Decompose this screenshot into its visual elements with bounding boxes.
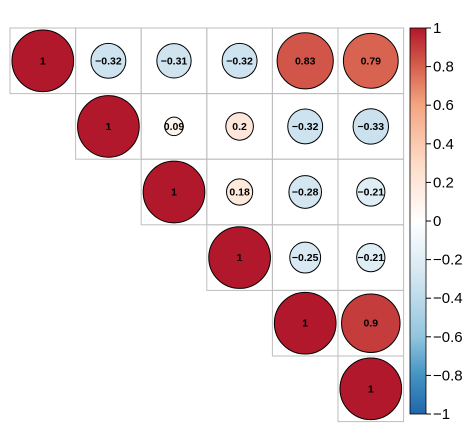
colorbar-tick-label: 0.8 xyxy=(433,59,454,76)
correlation-circle xyxy=(287,108,324,145)
correlation-circle xyxy=(289,241,322,274)
colorbar xyxy=(409,27,427,415)
correlation-value-label: 0.2 xyxy=(232,121,247,133)
colorbar-tick-label: 0 xyxy=(433,213,441,230)
colorbar-tick-label: 0.4 xyxy=(433,136,454,153)
correlation-circle xyxy=(208,226,271,289)
correlation-value-label: −0.33 xyxy=(358,121,385,133)
correlation-value-label: −0.31 xyxy=(161,55,188,67)
correlation-value-label: 0.83 xyxy=(295,55,316,67)
correlation-circle xyxy=(342,32,399,89)
correlation-circle xyxy=(77,95,140,158)
colorbar-tick-label: 1 xyxy=(433,20,441,37)
correlation-value-label: 1 xyxy=(237,252,243,264)
correlation-circle xyxy=(225,112,254,141)
correlation-value-label: 1 xyxy=(171,187,177,199)
correlation-value-label: 0.79 xyxy=(361,55,382,67)
correlation-circle xyxy=(90,42,127,79)
correlation-circle xyxy=(226,178,254,206)
correlation-circle xyxy=(356,242,386,273)
correlation-value-label: 0.18 xyxy=(229,187,250,199)
colorbar-tick-label: 0.6 xyxy=(433,97,454,114)
grid xyxy=(9,27,405,423)
correlation-circle xyxy=(11,29,75,93)
colorbar-tick-label: −0.2 xyxy=(433,252,463,269)
colorbar-tick-label: −1 xyxy=(433,406,450,423)
correlation-value-label: 0.09 xyxy=(164,121,185,133)
grid-cell xyxy=(337,355,405,423)
correlation-value-label: −0.28 xyxy=(292,187,319,199)
colorbar-tick-label: −0.4 xyxy=(433,290,463,307)
correlation-value-label: 0.9 xyxy=(363,318,378,330)
correlation-value-label: 1 xyxy=(105,121,111,133)
correlation-circle xyxy=(273,291,337,355)
correlation-value-label: 1 xyxy=(40,55,46,67)
correlation-circle xyxy=(288,175,323,209)
colorbar-tick-label: 0.2 xyxy=(433,174,454,191)
correlation-circle xyxy=(142,160,206,224)
correlation-value-label: −0.21 xyxy=(358,187,385,199)
correlation-value-label: −0.25 xyxy=(292,252,319,264)
correlation-circle xyxy=(352,108,390,145)
correlation-circle xyxy=(221,42,258,79)
correlation-circle xyxy=(341,293,401,353)
correlation-value-label: −0.32 xyxy=(95,55,122,67)
correlation-value-label: −0.32 xyxy=(226,55,253,67)
correlation-circle xyxy=(164,116,184,137)
colorbar-gradient xyxy=(409,27,427,415)
value-labels: 1 −0.32 −0.31 −0.32 0.83 0.79 1 0.09 0.2 −0.32 −0.… xyxy=(40,55,384,395)
correlation-value-label: −0.21 xyxy=(358,252,385,264)
correlation-circle xyxy=(156,43,192,79)
correlation-value-label: −0.32 xyxy=(292,121,319,133)
colorbar-ticks: 1 0.8 0.6 0.4 0.2 0 −0.2 −0.4 −0.6 −0.8 −1 xyxy=(426,20,463,423)
correlation-circle xyxy=(276,32,334,90)
correlation-value-label: 1 xyxy=(368,383,374,395)
colorbar-tick-label: −0.8 xyxy=(433,367,463,384)
correlation-circle xyxy=(339,357,403,421)
correlation-value-label: 1 xyxy=(302,318,308,330)
circle-marks xyxy=(11,29,403,421)
correlation-circle xyxy=(356,177,386,207)
colorbar-tick-label: −0.6 xyxy=(433,329,463,346)
